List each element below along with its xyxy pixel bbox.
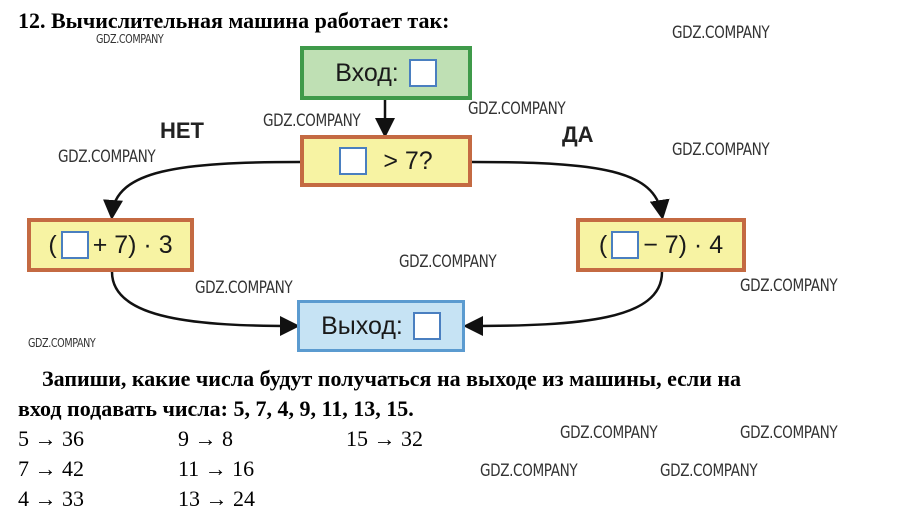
watermark: GDZ.COMPANY — [740, 276, 838, 296]
paren: ( — [598, 230, 608, 259]
output-box: Выход: — [297, 300, 465, 352]
watermark: GDZ.COMPANY — [672, 23, 770, 43]
task-text-line2: вход подавать числа: 5, 7, 4, 9, 11, 13,… — [18, 396, 414, 421]
task-title: 12. Вычислительная машина работает так: — [18, 8, 450, 33]
arrow-yes-branch — [471, 160, 670, 220]
paren: ( — [48, 230, 57, 259]
input-square — [408, 59, 437, 87]
formula-square — [60, 231, 89, 259]
watermark: GDZ.COMPANY — [58, 147, 156, 167]
input-label: Вход: — [335, 58, 399, 87]
answer: 9 → 8 — [178, 426, 233, 451]
formula-text: + 7) · 3 — [92, 230, 173, 259]
condition-text: > 7? — [383, 146, 433, 175]
watermark: GDZ.COMPANY — [28, 336, 96, 350]
watermark: GDZ.COMPANY — [399, 252, 497, 272]
answer: 5 → 36 — [18, 426, 84, 451]
watermark: GDZ.COMPANY — [468, 99, 566, 119]
watermark: GDZ.COMPANY — [480, 461, 578, 481]
yes-label: ДА — [562, 122, 594, 147]
condition-square — [339, 147, 368, 175]
condition-box: > 7? — [300, 135, 472, 187]
no-formula-box: ( + 7) · 3 — [27, 218, 194, 272]
watermark: GDZ.COMPANY — [672, 140, 770, 160]
formula-square — [611, 231, 640, 259]
input-box: Вход: — [300, 46, 472, 100]
arrow-no-branch — [103, 160, 301, 220]
watermark: GDZ.COMPANY — [263, 111, 361, 131]
watermark: GDZ.COMPANY — [96, 32, 164, 46]
arrow-right-to-output — [463, 271, 664, 336]
watermark: GDZ.COMPANY — [195, 278, 293, 298]
arrow-left-to-output — [110, 271, 300, 336]
task-text-line1: Запиши, какие числа будут получаться на … — [42, 366, 742, 391]
watermark: GDZ.COMPANY — [560, 423, 658, 443]
answer: 13 → 24 — [178, 486, 255, 511]
yes-formula-box: ( − 7) · 4 — [576, 218, 746, 272]
formula-text: − 7) · 4 — [643, 230, 724, 259]
output-square — [412, 312, 441, 340]
answer: 7 → 42 — [18, 456, 84, 481]
output-label: Выход: — [321, 311, 403, 340]
answer: 4 → 33 — [18, 486, 84, 511]
answer: 15 → 32 — [346, 426, 423, 451]
watermark: GDZ.COMPANY — [740, 423, 838, 443]
no-label: НЕТ — [160, 118, 204, 143]
watermark: GDZ.COMPANY — [660, 461, 758, 481]
answer: 11 → 16 — [178, 456, 255, 481]
